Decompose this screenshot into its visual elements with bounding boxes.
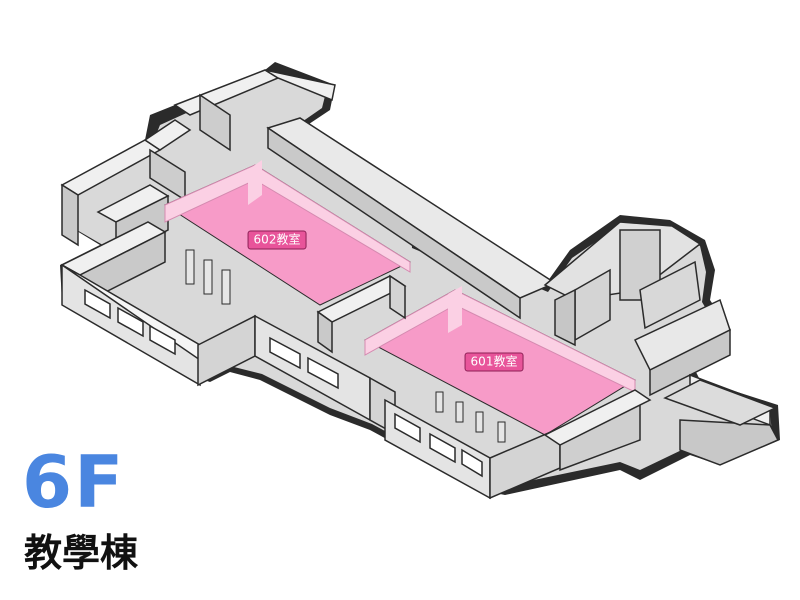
floor-number: 6F (22, 440, 126, 524)
lower-left-wall (60, 221, 256, 387)
corridor-wall (266, 117, 557, 320)
lower-right-wall (384, 398, 561, 500)
building-name: 教學棟 (24, 531, 139, 575)
right-wing (633, 298, 780, 466)
lower-middle-wall (254, 314, 396, 436)
central-block (316, 274, 407, 354)
pillars-601 (435, 391, 506, 443)
right-rooms (543, 221, 702, 472)
pillars-602 (185, 249, 231, 305)
room-label-602[interactable]: 602教室 (247, 230, 307, 250)
room-label-601[interactable]: 601教室 (464, 352, 524, 372)
